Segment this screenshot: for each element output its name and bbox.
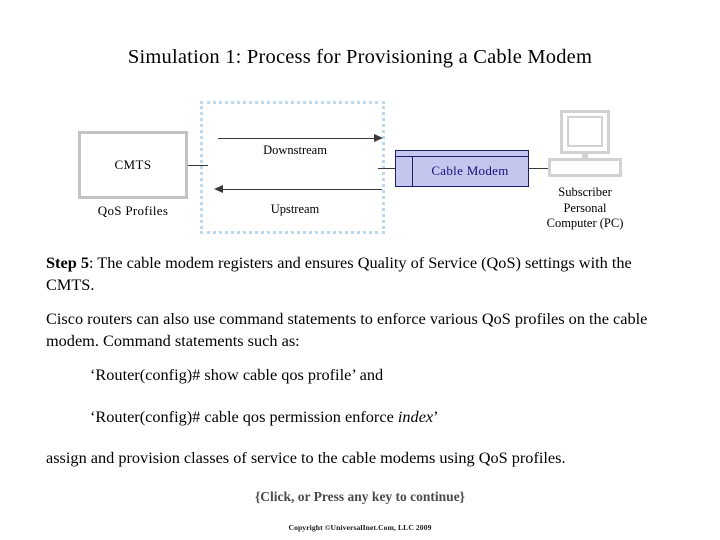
- step-label: Step 5: [46, 253, 89, 272]
- hfc-network-region: [200, 101, 385, 234]
- pc-caption-line-3: Computer (PC): [546, 216, 624, 230]
- subscriber-pc-caption: Subscriber Personal Computer (PC): [520, 185, 650, 232]
- downstream-arrow-line: [218, 138, 378, 139]
- connector-modem-to-pc: [528, 168, 550, 169]
- upstream-arrow-line: [222, 189, 382, 190]
- qos-profiles-label: QoS Profiles: [97, 203, 169, 218]
- computer-base-icon: [548, 158, 622, 177]
- continue-prompt[interactable]: {Click, or Press any key to continue}: [254, 489, 465, 504]
- cable-modem-label: Cable Modem: [431, 163, 509, 178]
- command-2-italic-arg: index: [397, 406, 434, 426]
- pc-caption-line-1: Subscriber: [558, 185, 612, 199]
- cable-modem-divider: [412, 156, 413, 186]
- upstream-label: Upstream: [270, 202, 320, 216]
- pc-caption-line-2: Personal: [563, 200, 607, 215]
- paragraph-2: Cisco routers can also use command state…: [46, 309, 648, 350]
- network-diagram: CMTS QoS Profiles Downstream Upstream Ca…: [0, 0, 720, 250]
- cmts-box-label: CMTS: [114, 157, 152, 172]
- downstream-arrow-head-icon: [374, 133, 383, 142]
- connector-cloud-to-modem: [378, 168, 400, 169]
- command-line-1: ‘Router(config)# show cable qos profile’…: [90, 365, 384, 384]
- page-title: Simulation 1: Process for Provisioning a…: [127, 46, 593, 68]
- copyright-notice: Copyright ©UniversalInet.Com, LLC 2009: [288, 523, 432, 532]
- cmts-box[interactable]: CMTS: [78, 131, 188, 199]
- upstream-arrow-head-icon: [214, 184, 223, 193]
- slide-body-text: Step 5: The cable modem registers and en…: [46, 252, 682, 469]
- monitor-stand-icon: [582, 154, 588, 160]
- step-text: : The cable modem registers and ensures …: [46, 253, 632, 294]
- command-line-2: ‘Router(config)# cable qos permission en…: [46, 406, 682, 428]
- command-2-suffix: ’: [433, 406, 439, 426]
- step-paragraph: Step 5: The cable modem registers and en…: [46, 252, 682, 295]
- cable-modem-box[interactable]: Cable Modem: [395, 150, 529, 187]
- subscriber-computer-icon: [548, 110, 622, 177]
- downstream-label: Downstream: [263, 143, 327, 157]
- cable-modem-top-strip: [396, 156, 528, 157]
- paragraph-3: assign and provision classes of service …: [46, 448, 566, 467]
- connector-cmts-to-cloud: [188, 165, 208, 166]
- command-2-prefix: ‘Router(config)# cable qos permission en…: [90, 406, 398, 426]
- monitor-screen-icon: [567, 116, 603, 147]
